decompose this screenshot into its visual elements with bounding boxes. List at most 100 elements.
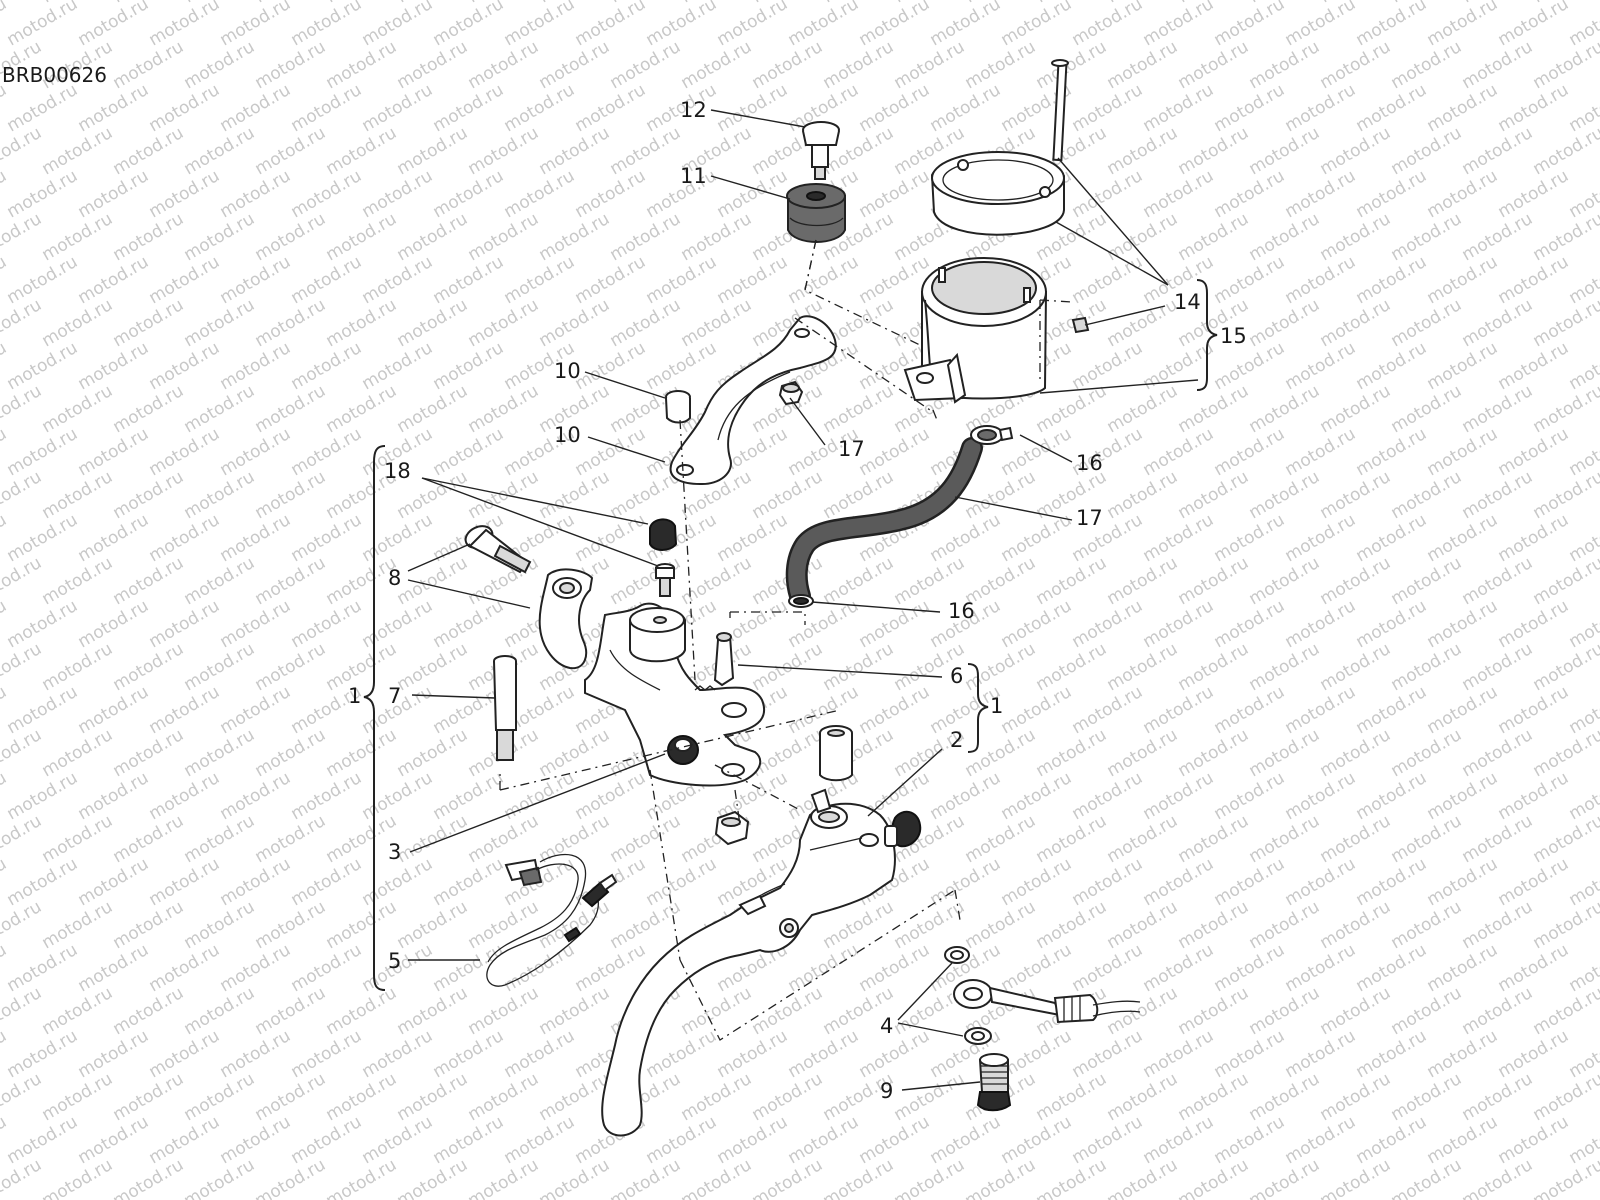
watermark-text: motod.ru (394, 37, 472, 93)
watermark-text: motod.ru (465, 381, 543, 437)
watermark-text: motod.ru (288, 1112, 366, 1168)
watermark-text: motod.ru (1495, 166, 1573, 222)
watermark-text: motod.ru (1246, 553, 1324, 609)
watermark-text: motod.ru (1211, 854, 1289, 910)
watermark-text: motod.ru (1495, 1112, 1573, 1168)
watermark-text: motod.ru (252, 983, 330, 1039)
watermark-text: motod.ru (1459, 123, 1537, 179)
watermark-text: motod.ru (0, 897, 45, 953)
watermark-text: motod.ru (572, 424, 650, 480)
watermark-text: motod.ru (1459, 639, 1537, 695)
master-cylinder-body (584, 602, 766, 787)
watermark-text: motod.ru (1388, 381, 1466, 437)
watermark-text: motod.ru (1317, 295, 1395, 351)
watermark-text: motod.ru (1246, 983, 1324, 1039)
watermark-text: motod.ru (1459, 553, 1537, 609)
diagram-code: BRB00626 (2, 63, 107, 87)
reservoir-cap (930, 151, 1065, 236)
watermark-text: motod.ru (1388, 467, 1466, 523)
watermark-text: motod.ru (1033, 553, 1111, 609)
watermark-text: motod.ru (1211, 682, 1289, 738)
callout-16-upper: 16 (1076, 451, 1103, 475)
watermark-text: motod.ru (394, 639, 472, 695)
watermark-text: motod.ru (39, 553, 117, 609)
watermark-text: motod.ru (927, 0, 1005, 50)
callout-8: 8 (388, 566, 401, 590)
watermark-text: motod.ru (217, 1026, 295, 1082)
watermark-text: motod.ru (1282, 338, 1360, 394)
watermark-text: motod.ru (749, 983, 827, 1039)
watermark-text: motod.ru (288, 80, 366, 136)
banjo-bolt (976, 1053, 1012, 1112)
watermark-text: motod.ru (110, 639, 188, 695)
watermark-text: motod.ru (1459, 983, 1537, 1039)
watermark-text: motod.ru (643, 1026, 721, 1082)
watermark-text: motod.ru (217, 166, 295, 222)
callout-6: 6 (950, 664, 963, 688)
watermark-text: motod.ru (1495, 510, 1573, 566)
brace-reservoir-15 (1196, 279, 1218, 391)
watermark-text: motod.ru (1317, 983, 1395, 1039)
watermark-text: motod.ru (1388, 553, 1466, 609)
watermark-text: motod.ru (465, 983, 543, 1039)
callout-17: 17 (1076, 506, 1103, 530)
watermark-text: motod.ru (1246, 209, 1324, 265)
watermark-text: motod.ru (465, 1155, 543, 1200)
watermark-text: motod.ru (749, 639, 827, 695)
watermark-text: motod.ru (1140, 80, 1218, 136)
callout-4: 4 (880, 1014, 893, 1038)
watermark-text: motod.ru (1282, 1112, 1360, 1168)
watermark-text: motod.ru (110, 123, 188, 179)
callout-9: 9 (880, 1079, 893, 1103)
callout-labels: 12 11 14 15 10 17 10 16 17 18 8 16 6 1 7… (348, 98, 1247, 1103)
watermark-text: motod.ru (1069, 1026, 1147, 1082)
watermark-text: motod.ru (962, 811, 1040, 867)
watermark-text: motod.ru (75, 1112, 153, 1168)
watermark-text: motod.ru (252, 897, 330, 953)
watermark-text: motod.ru (856, 424, 934, 480)
watermark-text: motod.ru (785, 1026, 863, 1082)
watermark-text: motod.ru (856, 596, 934, 652)
watermark-text: motod.ru (927, 768, 1005, 824)
watermark-text: motod.ru (536, 295, 614, 351)
watermark-text: motod.ru (252, 37, 330, 93)
watermark-text: motod.ru (536, 123, 614, 179)
watermark-text: motod.ru (1282, 510, 1360, 566)
watermark-text: motod.ru (998, 1026, 1076, 1082)
watermark-text: motod.ru (394, 295, 472, 351)
watermark-text: motod.ru (1495, 854, 1573, 910)
watermark-text: motod.ru (1317, 37, 1395, 93)
watermark-text: motod.ru (288, 252, 366, 308)
watermark-text: motod.ru (146, 252, 224, 308)
watermark-text: motod.ru (678, 1155, 756, 1200)
watermark-text: motod.ru (217, 940, 295, 996)
watermark-text: motod.ru (1175, 209, 1253, 265)
banjo-hose-fitting (953, 979, 1141, 1024)
watermark-text: motod.ru (110, 209, 188, 265)
watermark-text: motod.ru (465, 123, 543, 179)
watermark-text: motod.ru (1353, 854, 1431, 910)
watermark-text: motod.ru (1282, 768, 1360, 824)
watermark-text: motod.ru (217, 252, 295, 308)
watermark-text: motod.ru (359, 0, 437, 50)
watermark-text: motod.ru (1140, 854, 1218, 910)
watermark-text: motod.ru (1033, 639, 1111, 695)
watermark-text: motod.ru (110, 897, 188, 953)
watermark-text: motod.ru (501, 1026, 579, 1082)
assembly-lines (499, 239, 1073, 1041)
watermark-text: motod.ru (1069, 1112, 1147, 1168)
watermark-text: motod.ru (643, 338, 721, 394)
watermark-text: motod.ru (1353, 1026, 1431, 1082)
watermark-text: motod.ru (1459, 897, 1537, 953)
watermark-text: motod.ru (4, 338, 82, 394)
watermark-text: motod.ru (1175, 639, 1253, 695)
watermark-text: motod.ru (146, 768, 224, 824)
watermark-text: motod.ru (1495, 940, 1573, 996)
watermark-text: motod.ru (1211, 166, 1289, 222)
watermark-text: motod.ru (1388, 37, 1466, 93)
watermark-text: motod.ru (1459, 467, 1537, 523)
watermark-text: motod.ru (1175, 897, 1253, 953)
watermark-text: motod.ru (1459, 381, 1537, 437)
watermark-text: motod.ru (181, 639, 259, 695)
watermark-text: motod.ru (181, 897, 259, 953)
